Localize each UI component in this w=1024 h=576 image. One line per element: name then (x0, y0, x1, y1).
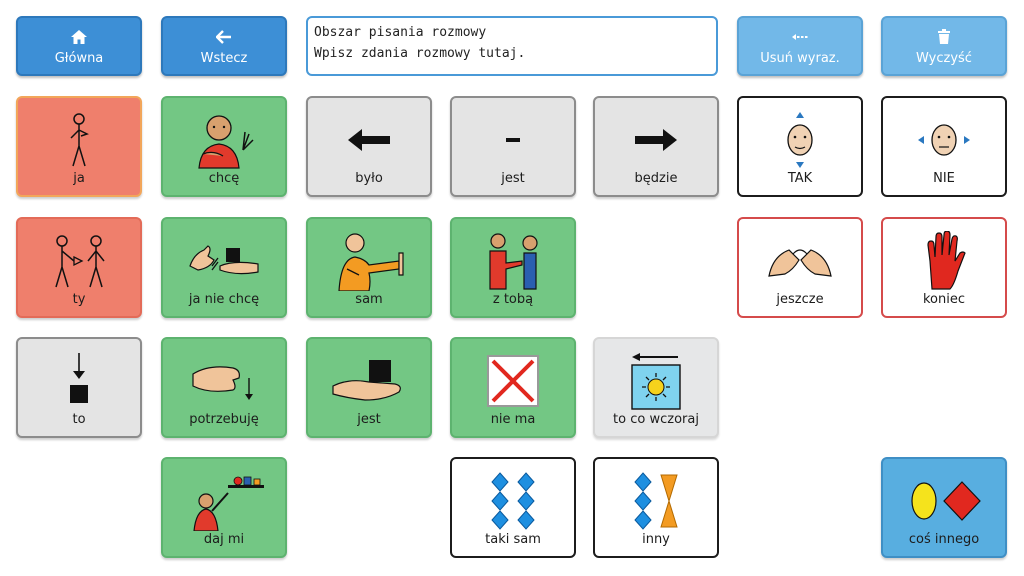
need-hand-icon (163, 351, 285, 411)
tile-jest-obj-label: jest (357, 412, 381, 427)
tile-to[interactable]: to (16, 337, 142, 438)
arrow-left-icon (308, 110, 430, 170)
tile-jest-obj[interactable]: jest (306, 337, 432, 438)
something-else-icon (883, 471, 1005, 531)
trash-icon (883, 26, 1005, 48)
refuse-object-icon (163, 231, 285, 291)
tile-ja-nie-chce-label: ja nie chcę (188, 292, 260, 307)
home-icon (18, 26, 140, 48)
same-diamonds-icon (452, 471, 574, 531)
person-pointing-self-icon (18, 110, 140, 170)
tile-to-label: to (72, 412, 86, 427)
tile-to-co-wczoraj-label: to co wczoraj (613, 412, 699, 427)
tile-bylo[interactable]: było (306, 96, 432, 197)
tile-taki-sam-label: taki sam (485, 532, 541, 547)
message-area[interactable]: Obszar pisania rozmowy Wpisz zdania rozm… (306, 16, 718, 76)
tile-ja[interactable]: ja (16, 96, 142, 197)
tile-nie-ma-label: nie ma (490, 412, 536, 427)
tile-sam[interactable]: sam (306, 217, 432, 318)
tile-koniec-label: koniec (922, 292, 965, 307)
yesterday-sun-icon (595, 351, 717, 411)
home-label: Główna (54, 51, 104, 66)
crossed-box-icon (452, 351, 574, 411)
message-line-1: Obszar pisania rozmowy (314, 25, 487, 40)
tile-jeszcze-label: jeszcze (776, 292, 824, 307)
delete-word-label: Usuń wyraz. (760, 51, 840, 66)
tile-koniec[interactable]: koniec (881, 217, 1007, 318)
tile-jest-time-label: jest (501, 171, 525, 186)
tile-nie-label: NIE (933, 171, 955, 186)
person-want-icon (163, 110, 285, 170)
tile-jeszcze[interactable]: jeszcze (737, 217, 863, 318)
message-line-2: Wpisz zdania rozmowy tutaj. (314, 46, 526, 61)
arrow-right-icon (595, 110, 717, 170)
clear-button[interactable]: Wyczyść (881, 16, 1007, 76)
tile-sam-label: sam (355, 292, 383, 307)
person-alone-icon (308, 231, 430, 291)
two-people-icon (452, 231, 574, 291)
back-label: Wstecz (200, 51, 248, 66)
tile-cos-innego[interactable]: coś innego (881, 457, 1007, 558)
tile-nie-ma[interactable]: nie ma (450, 337, 576, 438)
arrow-left-icon (163, 26, 285, 48)
person-pointing-other-icon (18, 231, 140, 291)
tile-taki-sam[interactable]: taki sam (450, 457, 576, 558)
tile-ty-label: ty (72, 292, 86, 307)
tile-nie[interactable]: NIE (881, 96, 1007, 197)
tile-chce[interactable]: chcę (161, 96, 287, 197)
tile-daj-mi-label: daj mi (203, 532, 245, 547)
back-button[interactable]: Wstecz (161, 16, 287, 76)
tile-z-toba-label: z tobą (492, 292, 534, 307)
tile-bylo-label: było (355, 171, 383, 186)
tile-to-co-wczoraj[interactable]: to co wczoraj (593, 337, 719, 438)
home-button[interactable]: Główna (16, 16, 142, 76)
tile-inny[interactable]: inny (593, 457, 719, 558)
hand-holding-object-icon (308, 351, 430, 411)
tile-inny-label: inny (642, 532, 670, 547)
tile-ja-nie-chce[interactable]: ja nie chcę (161, 217, 287, 318)
backspace-icon (739, 26, 861, 48)
more-sign-icon (739, 231, 861, 291)
tile-daj-mi[interactable]: daj mi (161, 457, 287, 558)
dash-icon (452, 110, 574, 170)
delete-word-button[interactable]: Usuń wyraz. (737, 16, 863, 76)
tile-cos-innego-label: coś innego (908, 532, 980, 547)
nodding-head-icon (739, 110, 861, 170)
give-me-icon (163, 471, 285, 531)
tile-tak-label: TAK (787, 171, 813, 186)
pointing-object-icon (18, 351, 140, 411)
tile-ty[interactable]: ty (16, 217, 142, 318)
tile-jest-time[interactable]: jest (450, 96, 576, 197)
tile-potrzebuje-label: potrzebuję (189, 412, 259, 427)
different-shapes-icon (595, 471, 717, 531)
clear-label: Wyczyść (916, 51, 972, 66)
tile-bedzie-label: będzie (634, 171, 678, 186)
shaking-head-icon (883, 110, 1005, 170)
tile-chce-label: chcę (208, 171, 240, 186)
stop-hand-icon (883, 231, 1005, 291)
tile-ja-label: ja (73, 171, 85, 186)
tile-tak[interactable]: TAK (737, 96, 863, 197)
tile-z-toba[interactable]: z tobą (450, 217, 576, 318)
tile-potrzebuje[interactable]: potrzebuję (161, 337, 287, 438)
tile-bedzie[interactable]: będzie (593, 96, 719, 197)
